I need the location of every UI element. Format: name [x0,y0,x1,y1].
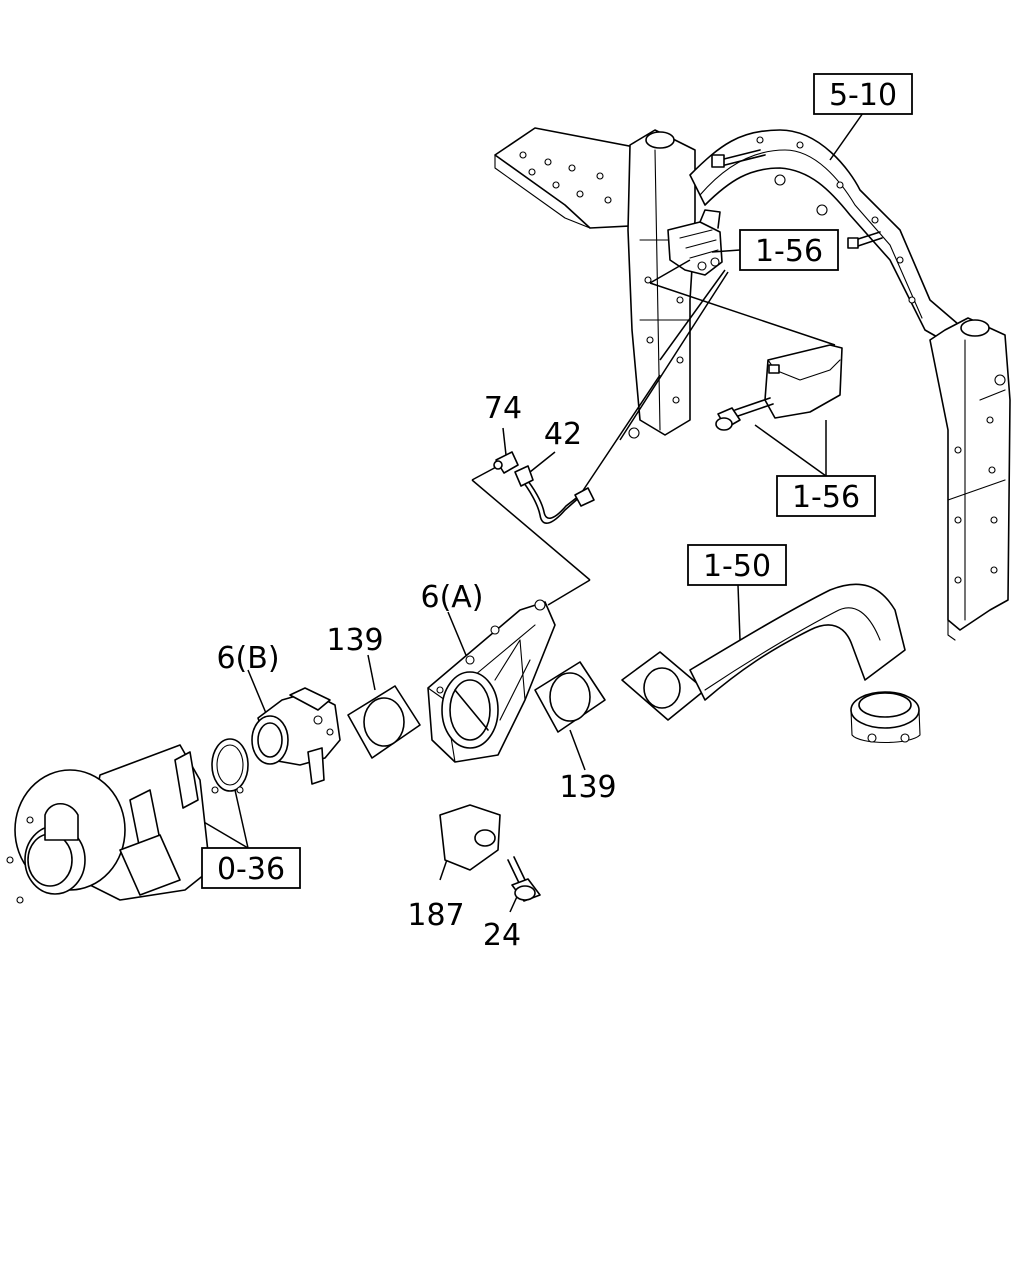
ref-label-0-36: 0-36 [217,852,285,887]
ref-label-1-50: 1-50 [703,549,771,584]
ref-box-5-10[interactable]: 5-10 [813,73,913,115]
callout-6b: 6(B) [216,641,279,676]
callout-74: 74 [484,391,522,426]
ref-box-0-36[interactable]: 0-36 [201,847,301,889]
valve-housing-a [427,599,556,763]
clamp [211,738,249,794]
callout-187: 187 [407,898,464,933]
ref-label-1-56-top: 1-56 [755,234,823,269]
ref-label-1-56-bottom: 1-56 [792,480,860,515]
sensor-hose [514,465,595,524]
bolt-24 [507,856,541,902]
valve-b [251,687,341,785]
callout-139-right: 139 [559,770,616,805]
ref-box-1-56-top[interactable]: 1-56 [739,229,839,271]
exhaust-pipe [621,583,921,743]
solenoid-valve [667,209,723,276]
heat-shield [439,804,501,871]
bracket-plate [715,344,843,431]
fitting-74 [493,451,519,474]
callout-42: 42 [544,417,582,452]
gasket-139-right [534,661,606,733]
callout-24: 24 [483,918,521,953]
ref-label-5-10: 5-10 [829,78,897,113]
frame-crossmember [494,127,1011,641]
gasket-139-left [347,685,421,759]
ref-box-1-56-bottom[interactable]: 1-56 [776,475,876,517]
ref-box-1-50[interactable]: 1-50 [687,544,787,586]
leader-lines [179,112,864,913]
turbocharger [6,744,211,904]
callout-139-left: 139 [326,623,383,658]
callout-6a: 6(A) [420,580,483,615]
